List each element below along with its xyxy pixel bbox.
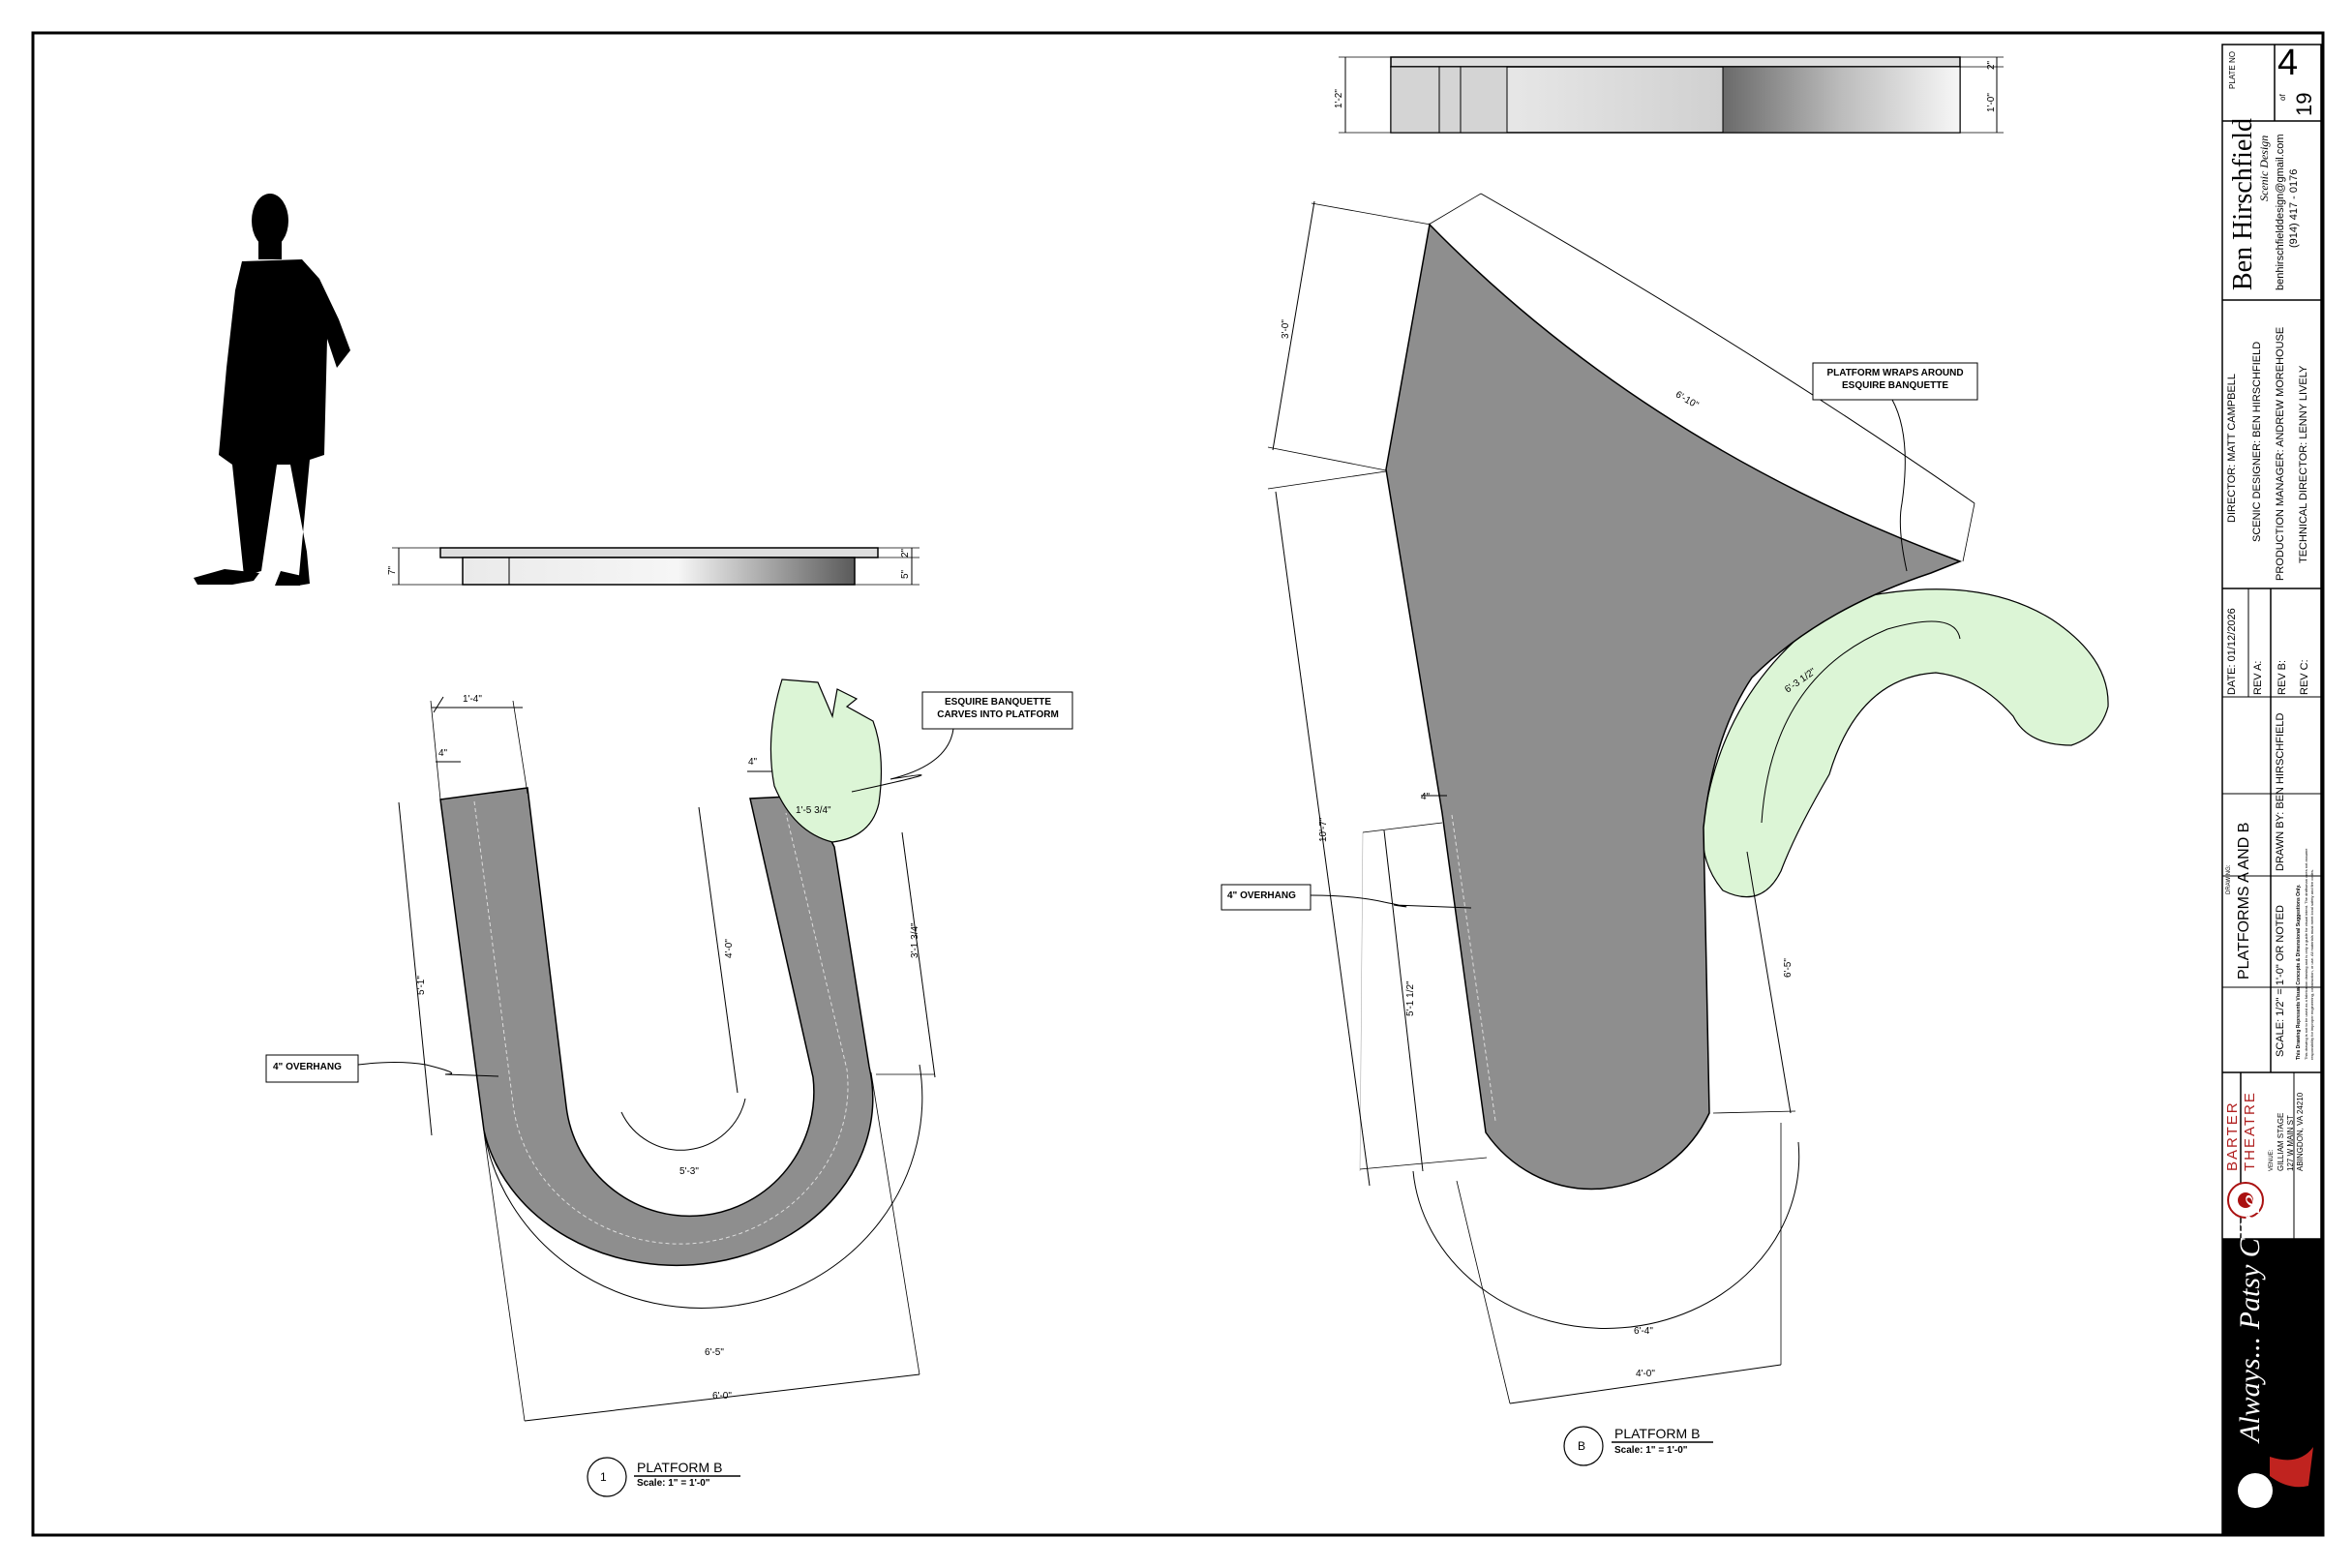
dim-elev-bottom-1: 5" <box>900 569 911 579</box>
venue-city: ABINGDON, VA 24210 <box>2296 1092 2305 1171</box>
venue-name: GILLIAM STAGE <box>2277 1112 2285 1171</box>
detail-b-elevation <box>1339 56 2004 134</box>
drawn-by: DRAWN BY: BEN HIRSCHFIELD <box>2275 712 2286 871</box>
dim-b-elev-height: 1'-2" <box>1334 89 1344 108</box>
dim-b-left-long: 10'-7" <box>1318 817 1329 842</box>
detail-b-plan <box>1221 193 2109 1466</box>
rev-b: REV B: <box>2277 659 2288 695</box>
dim-outer-right-leg: 3'-1 3/4" <box>910 922 920 958</box>
disclaimer-1: This Drawing Represents Visual Concepts … <box>2296 884 2302 1060</box>
technical-director: TECHNICAL DIRECTOR: LENNY LIVELY <box>2298 365 2309 563</box>
human-scale-figure <box>194 194 350 586</box>
dim-inner-right-leg: 4'-0" <box>724 939 735 958</box>
platform-b-u-shape <box>439 787 874 1267</box>
show-logo-accent <box>2270 1447 2313 1488</box>
disclaimer-3: responsibility for improper engineering,… <box>2309 869 2314 1060</box>
dim-b-bottom-width: 4'-0" <box>1636 1369 1655 1379</box>
theatre-line2: THEATRE <box>2242 1091 2258 1171</box>
detail-b-number: B <box>1578 1439 1586 1453</box>
dim-top-width: 1'-4" <box>463 694 482 705</box>
dim-left-leg: 5'-1" <box>416 976 427 995</box>
dim-b-left-leg: 5'-1 1/2" <box>1405 980 1416 1016</box>
dim-outer-radius: 6'-5" <box>705 1347 724 1358</box>
detail-1-title: PLATFORM B <box>637 1460 723 1475</box>
banquette-callout-line1: ESQUIRE BANQUETTE <box>944 697 1051 708</box>
plate-number: 4 <box>2277 43 2299 83</box>
rev-c: REV C: <box>2299 659 2310 695</box>
overhang-callout-box-1 <box>265 1054 359 1083</box>
overhang-callout-box-b <box>1221 884 1312 911</box>
detail-b-scale: Scale: 1" = 1'-0" <box>1614 1445 1688 1456</box>
detail-1-elevation <box>392 547 920 586</box>
wraps-callout-box <box>1812 362 1978 401</box>
scenic-designer: SCENIC DESIGNER: BEN HIRSCHFIELD <box>2251 341 2263 542</box>
dim-b-top-left: 3'-0" <box>1281 319 1291 339</box>
dim-inner-radius: 5'-3" <box>679 1166 699 1177</box>
theatre-line1: BARTER <box>2224 1101 2241 1171</box>
detail-b-title: PLATFORM B <box>1614 1426 1701 1441</box>
overhang-callout-text-b: 4" OVERHANG <box>1227 890 1296 901</box>
rev-a: REV A: <box>2252 660 2264 695</box>
plate-of: of <box>2278 94 2287 101</box>
detail-b-bubble <box>1563 1426 1604 1466</box>
designer-phone: (914) 417 - 0176 <box>2288 168 2300 248</box>
dim-b-bottom-arc: 6'-4" <box>1634 1326 1653 1337</box>
dim-b-elev-bottom: 1'-0" <box>1986 93 1997 112</box>
dim-carve-width: 1'-5 3/4" <box>796 805 831 816</box>
scale-note: SCALE: 1/2" = 1'-0" OR NOTED <box>2275 905 2286 1057</box>
plate-total: 19 <box>2292 92 2316 116</box>
venue-label: VENUE: <box>2269 1149 2275 1171</box>
dim-elev-height-1: 7" <box>387 565 398 575</box>
director: DIRECTOR: MATT CAMPBELL <box>2226 373 2238 523</box>
sheet-border <box>31 31 2325 1537</box>
dim-b-elev-top: 2" <box>1986 60 1997 70</box>
detail-1-number: 1 <box>600 1470 607 1484</box>
date: DATE: 01/12/2026 <box>2226 608 2238 695</box>
dim-elev-top-1: 2" <box>900 548 911 558</box>
drawing-title: PLATFORMS A AND B <box>2236 822 2252 980</box>
wraps-callout-line1: PLATFORM WRAPS AROUND <box>1826 368 1964 378</box>
dim-b-right-leg: 6'-5" <box>1783 958 1794 978</box>
designer-email: benhirschfielddesign@gmail.com <box>2275 134 2286 290</box>
dim-right-overhang-small: 4" <box>748 757 758 768</box>
show-logo-text: Always... Patsy Cline <box>2234 1194 2266 1442</box>
plate-label: PLATE NO <box>2228 51 2237 89</box>
dim-b-small-overhang: 4" <box>1421 792 1431 802</box>
platform-b-main-shape <box>1385 223 1963 1191</box>
dim-overall-width: 6'-0" <box>712 1391 732 1402</box>
production-manager: PRODUCTION MANAGER: ANDREW MOREHOUSE <box>2275 326 2286 581</box>
detail-1-bubble <box>587 1457 627 1497</box>
overhang-callout-text-1: 4" OVERHANG <box>273 1062 342 1072</box>
designer-sub: Scenic Design <box>2257 135 2271 201</box>
detail-1-plan <box>265 678 1073 1497</box>
banquette-callout-line2: CARVES INTO PLATFORM <box>937 709 1059 720</box>
drawing-label: DRAWING: <box>2226 864 2232 894</box>
wraps-callout-line2: ESQUIRE BANQUETTE <box>1841 380 1948 391</box>
esquire-banquette-shape <box>769 678 882 843</box>
banquette-callout-box <box>921 691 1073 730</box>
disclaimer-2: This drawing is not to be used as a fabr… <box>2304 848 2308 1061</box>
venue-street: 127 W MAIN ST <box>2286 1115 2295 1171</box>
detail-1-scale: Scale: 1" = 1'-0" <box>637 1478 710 1489</box>
dim-left-overhang-small: 4" <box>438 748 448 759</box>
designer-name: Ben Hirschfield <box>2228 117 2258 290</box>
